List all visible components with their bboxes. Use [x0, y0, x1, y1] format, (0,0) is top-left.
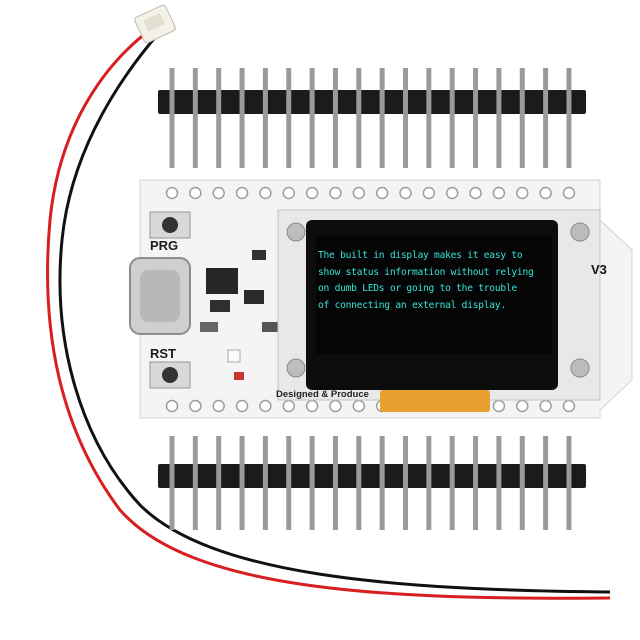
header-pin	[332, 68, 338, 168]
oled-line: of connecting an external display.	[318, 299, 506, 311]
header-pin	[426, 68, 432, 168]
header-pin	[216, 68, 222, 168]
pin-hole	[492, 399, 506, 413]
pin-hole	[259, 399, 272, 413]
header-pin	[262, 68, 268, 168]
header-pin	[403, 436, 408, 530]
flex-ribbon	[380, 390, 490, 412]
pin-hole	[165, 186, 179, 200]
header-pin	[286, 436, 292, 530]
prg-label: PRG	[150, 238, 179, 253]
bottom-pin-header	[158, 436, 586, 530]
designed-label: Designed & Produce	[276, 389, 369, 400]
header-pin	[356, 68, 362, 168]
header-pin	[403, 68, 408, 168]
pin-hole	[375, 186, 389, 200]
dev-board	[129, 179, 633, 419]
battery-cable	[46, 4, 611, 600]
top-pin-header	[158, 68, 586, 168]
pin-hole	[445, 186, 459, 200]
header-pin	[309, 68, 315, 168]
pin-hole	[399, 186, 412, 200]
pin-hole	[189, 399, 202, 413]
header-pin	[216, 436, 222, 530]
version-label: V3	[591, 262, 607, 277]
header-pin	[262, 436, 268, 530]
pin-hole	[305, 399, 319, 413]
pin-hole	[539, 399, 552, 413]
header-pin	[169, 68, 175, 168]
header-pin	[543, 68, 549, 168]
oled-line: on dumb LEDs or going to the trouble	[318, 283, 517, 294]
pin-hole	[282, 186, 295, 200]
pin-hole	[329, 186, 342, 200]
header-pin	[239, 68, 245, 168]
pin-hole	[469, 186, 482, 200]
header-pin	[426, 436, 432, 530]
header-pin	[286, 68, 292, 168]
pin-hole	[165, 399, 179, 413]
pin-hole	[282, 399, 295, 413]
header-pin	[379, 436, 385, 530]
pin-holes-top	[165, 186, 576, 200]
header-pin	[566, 68, 572, 168]
pin-hole	[516, 399, 529, 413]
pin-hole	[212, 399, 225, 413]
pin-hole	[422, 186, 436, 200]
usb-c-port	[129, 257, 191, 335]
header-pin	[309, 436, 315, 530]
pin-hole	[562, 399, 576, 413]
header-pin	[169, 436, 175, 530]
prg-button	[149, 211, 191, 239]
pin-hole	[352, 186, 366, 200]
header-pin	[519, 68, 525, 168]
pin-hole	[492, 186, 506, 200]
rst-label: RST	[150, 346, 176, 361]
header-pin	[496, 436, 502, 530]
header-pin	[519, 436, 525, 530]
jst-connector	[134, 4, 176, 44]
oled-module	[277, 209, 601, 412]
pin-hole	[235, 186, 249, 200]
oled-line: The built in display makes it easy to	[318, 250, 523, 261]
oled-screen-text: The built in display makes it easy to sh…	[318, 248, 554, 314]
header-pin	[473, 436, 479, 530]
header-pin	[449, 68, 455, 168]
pin-hole	[352, 399, 366, 413]
pin-hole	[305, 186, 319, 200]
header-pin	[192, 436, 198, 530]
pin-hole	[259, 186, 272, 200]
header-pin	[356, 436, 362, 530]
header-pin	[332, 436, 338, 530]
pin-hole	[212, 186, 225, 200]
pin-hole	[539, 186, 552, 200]
oled-line: show status information without relying	[318, 266, 534, 278]
header-pin	[239, 436, 245, 530]
header-pin	[192, 68, 198, 168]
rst-button	[149, 361, 191, 389]
header-pin	[379, 68, 385, 168]
header-pin	[566, 436, 572, 530]
pin-hole	[235, 399, 249, 413]
header-pin	[496, 68, 502, 168]
header-pin	[449, 436, 455, 530]
pin-hole	[562, 186, 576, 200]
pin-hole	[189, 186, 202, 200]
pin-hole	[516, 186, 529, 200]
header-pin	[473, 68, 479, 168]
header-pin	[543, 436, 549, 530]
pin-hole	[329, 399, 342, 413]
